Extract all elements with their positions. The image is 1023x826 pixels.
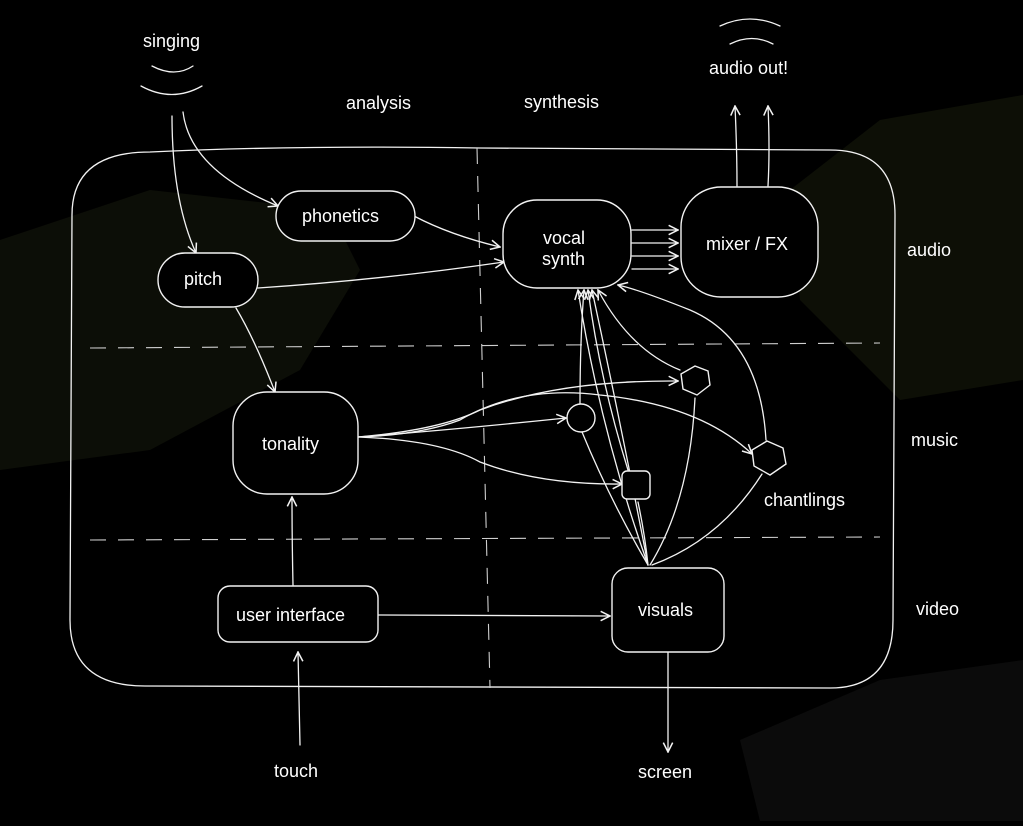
- edge-pentagon-vocal: [618, 285, 767, 441]
- row-label-audio: audio: [907, 240, 951, 260]
- edge-mixer-out-1: [735, 106, 737, 187]
- node-phonetics-shape: [275, 190, 416, 242]
- column-label-synthesis: synthesis: [524, 92, 599, 112]
- edge-singing-pitch: [171, 115, 196, 253]
- node-vocal-synth[interactable]: vocal synth: [502, 199, 632, 289]
- node-tonality-label: tonality: [262, 434, 319, 454]
- node-visuals[interactable]: visuals: [611, 567, 725, 653]
- bg-shape-right-top: [790, 95, 1023, 400]
- node-vocal-synth-label-2: synth: [542, 249, 585, 269]
- sound-wave-icon-outer: [140, 85, 203, 96]
- edge-pitch-vocal: [257, 262, 504, 289]
- input-label-touch: touch: [274, 761, 318, 781]
- chantling-square[interactable]: [621, 470, 651, 500]
- row-divider-music-video: [89, 536, 881, 541]
- edge-singing-phonetics: [182, 111, 278, 206]
- edge-visuals-vocal-2: [592, 290, 649, 566]
- edge-square-vocal: [588, 290, 629, 471]
- chantling-circle[interactable]: [566, 403, 596, 433]
- chantlings-label: chantlings: [764, 490, 845, 510]
- sound-wave-icon: [151, 65, 194, 73]
- chantling-pentagon[interactable]: [751, 440, 787, 476]
- column-divider: [476, 147, 491, 689]
- row-label-video: video: [916, 599, 959, 619]
- node-user-interface-shape: [217, 585, 379, 643]
- edge-pentagon-visuals: [651, 473, 763, 566]
- node-mixer-fx-shape: [680, 186, 819, 298]
- column-label-analysis: analysis: [346, 93, 411, 113]
- edge-pitch-tonality: [235, 307, 275, 392]
- edge-tonality-square: [357, 436, 622, 484]
- edge-hexagon-visuals: [649, 397, 696, 566]
- edges: [171, 106, 769, 752]
- node-tonality[interactable]: tonality: [232, 391, 359, 495]
- node-vocal-synth-shape: [502, 199, 632, 289]
- edge-visuals-vocal-1: [578, 290, 649, 566]
- node-tonality-shape: [232, 391, 359, 495]
- node-user-interface[interactable]: user interface: [217, 585, 379, 643]
- edge-mixer-out-2: [768, 106, 769, 187]
- bg-shape-left: [0, 190, 360, 470]
- chantling-hexagon[interactable]: [680, 365, 711, 396]
- output-label-audio-out: audio out!: [709, 58, 788, 78]
- node-pitch-label: pitch: [184, 269, 222, 289]
- edge-circle-visuals: [581, 431, 649, 566]
- node-visuals-label: visuals: [638, 600, 693, 620]
- node-mixer-fx-label: mixer / FX: [706, 234, 788, 254]
- node-mixer-fx[interactable]: mixer / FX: [680, 186, 819, 298]
- sound-wave-icon-out-inner: [729, 37, 774, 45]
- node-pitch[interactable]: pitch: [157, 252, 259, 308]
- node-phonetics[interactable]: phonetics: [275, 190, 416, 242]
- edge-hexagon-vocal: [598, 290, 681, 371]
- bg-shape-right-bottom: [740, 660, 1023, 821]
- output-label-screen: screen: [638, 762, 692, 782]
- sound-wave-icon-out: [719, 18, 781, 27]
- node-vocal-synth-label-1: vocal: [543, 228, 585, 248]
- row-label-music: music: [911, 430, 958, 450]
- node-phonetics-label: phonetics: [302, 206, 379, 226]
- edge-phonetics-vocal: [413, 215, 500, 247]
- edge-circle-vocal: [580, 290, 584, 405]
- edge-touch-ui: [298, 652, 300, 746]
- chantlings-group: chantlings: [566, 365, 845, 510]
- edge-tonality-hexagon: [357, 381, 678, 438]
- edge-ui-tonality: [292, 497, 293, 586]
- node-user-interface-label: user interface: [236, 605, 345, 625]
- edge-tonality-pentagon: [357, 392, 752, 454]
- node-pitch-shape: [157, 252, 259, 308]
- system-boundary: [69, 146, 896, 689]
- edge-ui-visuals: [377, 615, 610, 616]
- row-divider-audio-music: [89, 342, 881, 349]
- input-label-singing: singing: [143, 31, 200, 51]
- node-visuals-shape: [611, 567, 725, 653]
- background-shapes: [0, 95, 1023, 821]
